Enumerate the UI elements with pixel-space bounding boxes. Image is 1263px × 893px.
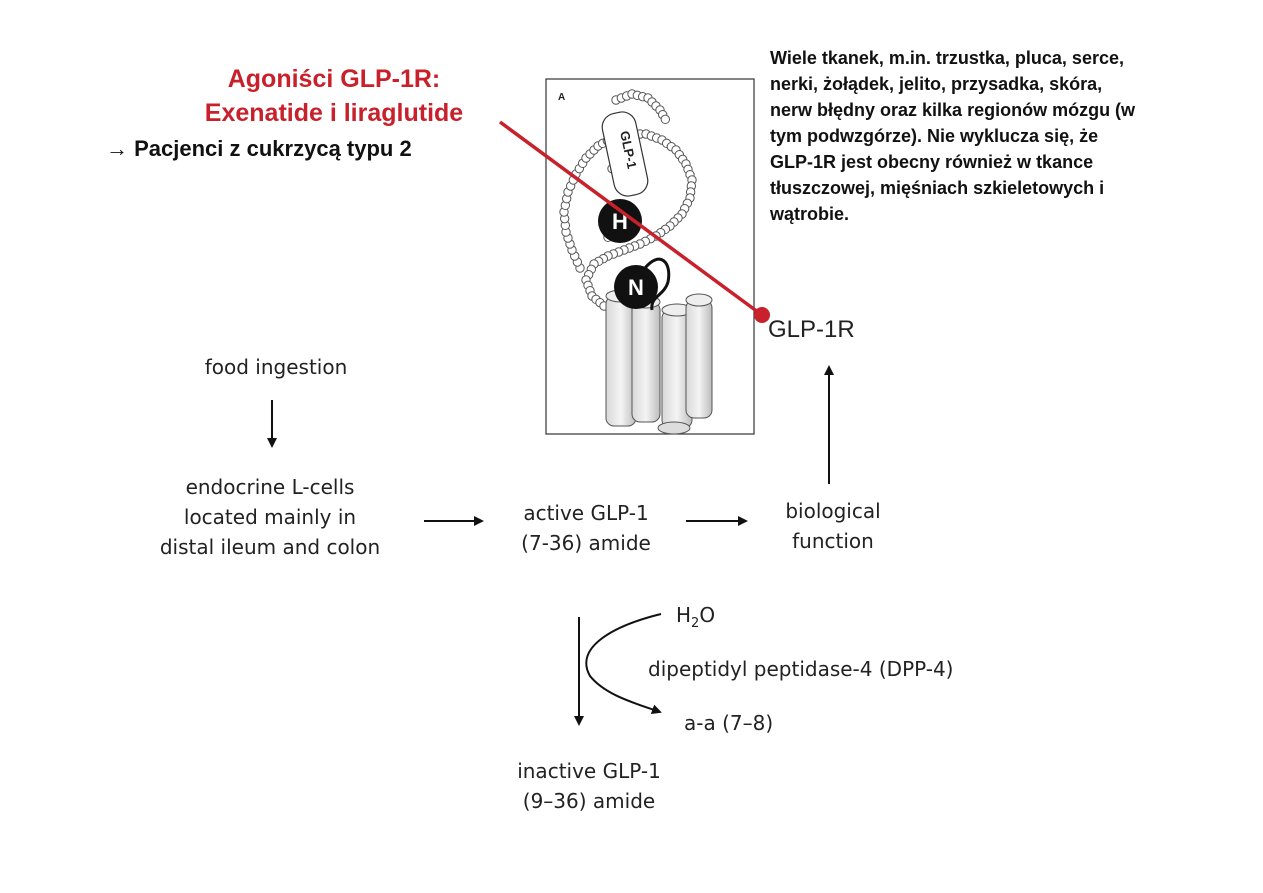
patients-line: → Pacjenci z cukrzycą typu 2 bbox=[106, 136, 412, 162]
biological-function-line1: biological bbox=[785, 499, 881, 523]
active-glp1-label: active GLP-1 (7-36) amide bbox=[494, 498, 678, 558]
patients-text: Pacjenci z cukrzycą typu 2 bbox=[134, 136, 412, 161]
tissues-bold-term: GLP-1R bbox=[770, 152, 837, 172]
tissues-paragraph: Wiele tkanek, m.in. trzustka, pluca, ser… bbox=[770, 45, 1140, 227]
water-label: H2O bbox=[676, 600, 715, 639]
extracellular-bead-chain bbox=[559, 89, 697, 311]
receptor-loop bbox=[643, 257, 671, 311]
dipeptide-label: a-a (7–8) bbox=[684, 711, 774, 735]
water-o: O bbox=[699, 603, 716, 627]
tissues-text-1: Wiele tkanek, m.in. trzustka, pluca, ser… bbox=[770, 48, 1136, 146]
agonist-pointer-line bbox=[498, 120, 764, 317]
n-domain-label: N bbox=[628, 275, 644, 300]
biological-function-line2: function bbox=[792, 529, 874, 553]
l-cells-line1: endocrine L-cells bbox=[185, 475, 355, 499]
biological-function-label: biological function bbox=[766, 496, 900, 556]
tissues-text-2: jest obecny również w tkance tłuszczowej… bbox=[770, 152, 1105, 224]
water-h: H bbox=[676, 603, 692, 627]
agonist-pointer-dot bbox=[754, 307, 770, 323]
dpp4-enzyme-label: dipeptidyl peptidase-4 (DPP-4) bbox=[648, 657, 954, 681]
inactive-glp1-line1: inactive GLP-1 bbox=[517, 759, 661, 783]
receptor-label: GLP-1R bbox=[768, 316, 855, 343]
l-cells-line2: located mainly in bbox=[183, 505, 357, 529]
glp1-peptide: GLP-1 bbox=[601, 111, 649, 197]
active-glp1-line2: (7-36) amide bbox=[521, 531, 651, 555]
food-ingestion-label: food ingestion bbox=[204, 355, 348, 379]
bead bbox=[660, 114, 671, 125]
water-subscript: 2 bbox=[691, 616, 700, 631]
inactive-glp1-line2: (9–36) amide bbox=[522, 789, 656, 813]
agonist-title-line2: Exenatide i liraglutide bbox=[204, 99, 464, 127]
transmembrane-helices bbox=[605, 289, 713, 435]
panel-letter: A bbox=[558, 92, 565, 103]
arrow-right-icon: → bbox=[106, 136, 128, 161]
n-domain: N bbox=[614, 265, 658, 309]
l-cells-label: endocrine L-cells located mainly in dist… bbox=[130, 472, 410, 562]
curved-hydrolysis-arrow bbox=[585, 613, 662, 714]
l-cells-line3: distal ileum and colon bbox=[159, 535, 381, 559]
agonist-title-line1: Agoniści GLP-1R: bbox=[227, 65, 441, 93]
agonist-title: Agoniści GLP-1R: Exenatide i liraglutide bbox=[150, 62, 518, 130]
inactive-glp1-label: inactive GLP-1 (9–36) amide bbox=[494, 756, 684, 816]
active-glp1-line1: active GLP-1 bbox=[523, 501, 649, 525]
